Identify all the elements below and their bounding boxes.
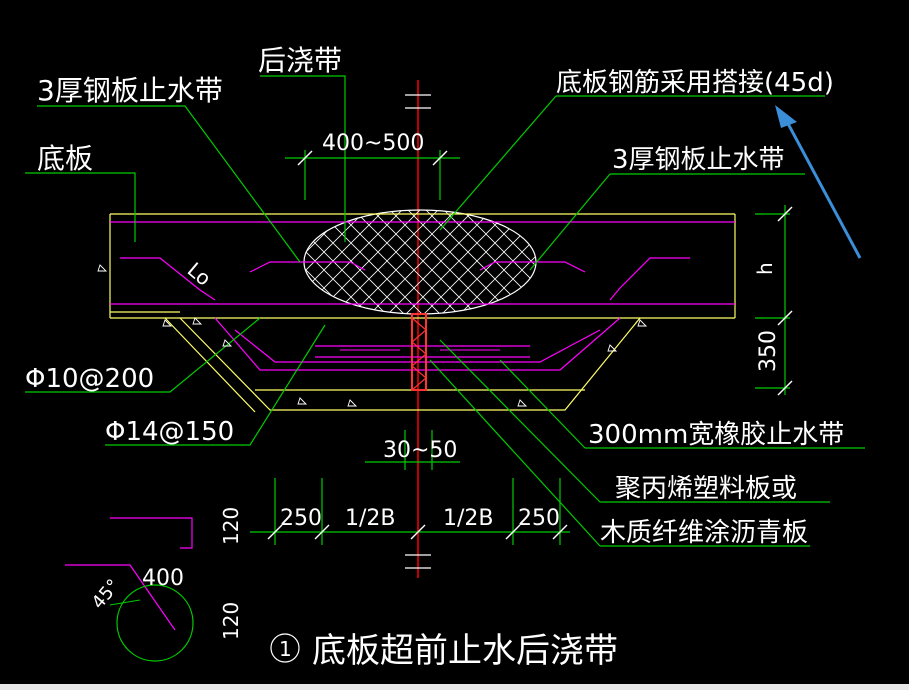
- dim-half-b-right: 1/2B: [443, 506, 494, 531]
- dim-detail-120-bottom: 120: [219, 602, 243, 640]
- label-rebar-phi10: Φ10@200: [25, 364, 154, 394]
- detail-leader: [109, 599, 141, 606]
- dim-detail-400: 400: [142, 566, 184, 591]
- waterstop-zigzag: [411, 317, 427, 391]
- rebar-lines: [110, 221, 735, 371]
- dim-h: h: [753, 262, 777, 275]
- dimension-ticks: [267, 150, 793, 540]
- dim-detail-120-top: 120: [219, 507, 243, 545]
- drawing-title: 底板超前止水后浇带: [312, 631, 618, 671]
- slab-outline: [109, 213, 736, 413]
- blue-arrow-annotation: [775, 105, 862, 259]
- title-number: 1: [279, 637, 292, 661]
- label-rubber-waterstop: 300mm宽橡胶止水带: [588, 420, 844, 450]
- detail-circle: [116, 584, 194, 662]
- concrete-aggregate-marks: [97, 264, 648, 407]
- label-steel-plate-right: 3厚钢板止水带: [612, 145, 785, 175]
- label-base-slab: 底板: [37, 142, 93, 175]
- dim-half-b-left: 1/2B: [345, 506, 396, 531]
- label-filler-line2: 木质纤维涂沥青板: [600, 518, 808, 548]
- label-rebar-phi14: Φ14@150: [105, 417, 234, 447]
- label-steel-plate-left: 3厚钢板止水带: [37, 74, 223, 107]
- window-bottom-bar: [0, 684, 909, 690]
- label-rebar-lap: 底板钢筋采用搭接(45d): [556, 68, 834, 98]
- axis-ticks: [405, 94, 431, 569]
- dim-band-width: 400~500: [322, 131, 424, 156]
- label-filler-line1: 聚丙烯塑料板或: [615, 474, 797, 504]
- title-number-circle: [270, 633, 300, 663]
- rubber-waterstop-center: [411, 313, 427, 391]
- detail-rebar-bend: [65, 517, 193, 631]
- label-post-pour-band: 后浇带: [258, 44, 342, 77]
- dim-side-left: 250: [280, 506, 322, 531]
- dim-side-right: 250: [518, 506, 560, 531]
- dim-depth: 350: [756, 330, 781, 372]
- leader-lines: [25, 75, 865, 547]
- dim-gap: 30~50: [383, 438, 457, 463]
